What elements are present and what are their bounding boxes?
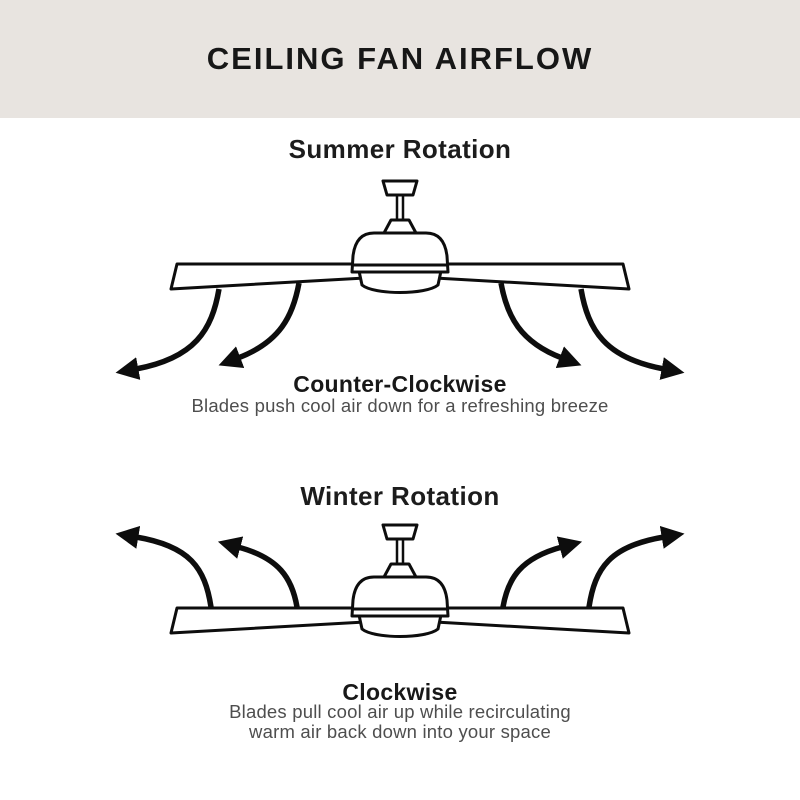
airflow-arrow-up-left-outer-icon <box>115 525 214 608</box>
summer-fan-illustration <box>169 179 631 294</box>
airflow-arrow-down-right-outer-icon <box>578 288 685 380</box>
airflow-arrow-down-left-outer-icon <box>115 288 222 380</box>
airflow-arrow-up-right-outer-icon <box>586 525 685 608</box>
airflow-arrow-down-left-inner-icon <box>218 282 302 368</box>
airflow-arrow-down-right-inner-icon <box>498 282 582 368</box>
page-title: CEILING FAN AIRFLOW <box>206 41 594 76</box>
summer-airflow-arrows <box>115 282 685 380</box>
winter-description-line1: Blades pull cool air up while recirculat… <box>229 701 571 722</box>
header-band: CEILING FAN AIRFLOW <box>0 0 800 118</box>
winter-direction-label: Clockwise <box>342 679 458 705</box>
airflow-arrow-up-right-inner-icon <box>500 536 583 608</box>
summer-description: Blades push cool air down for a refreshi… <box>191 395 609 416</box>
winter-description-line2: warm air back down into your space <box>249 720 551 742</box>
summer-direction-label: Counter-Clockwise <box>293 371 507 397</box>
winter-fan-illustration <box>169 523 631 638</box>
summer-section-title: Summer Rotation <box>288 134 512 164</box>
winter-section-title: Winter Rotation <box>300 481 500 511</box>
airflow-arrow-up-left-inner-icon <box>217 536 300 608</box>
winter-description: Blades pull cool air up while recirculat… <box>0 702 800 741</box>
winter-airflow-arrows <box>115 525 685 608</box>
